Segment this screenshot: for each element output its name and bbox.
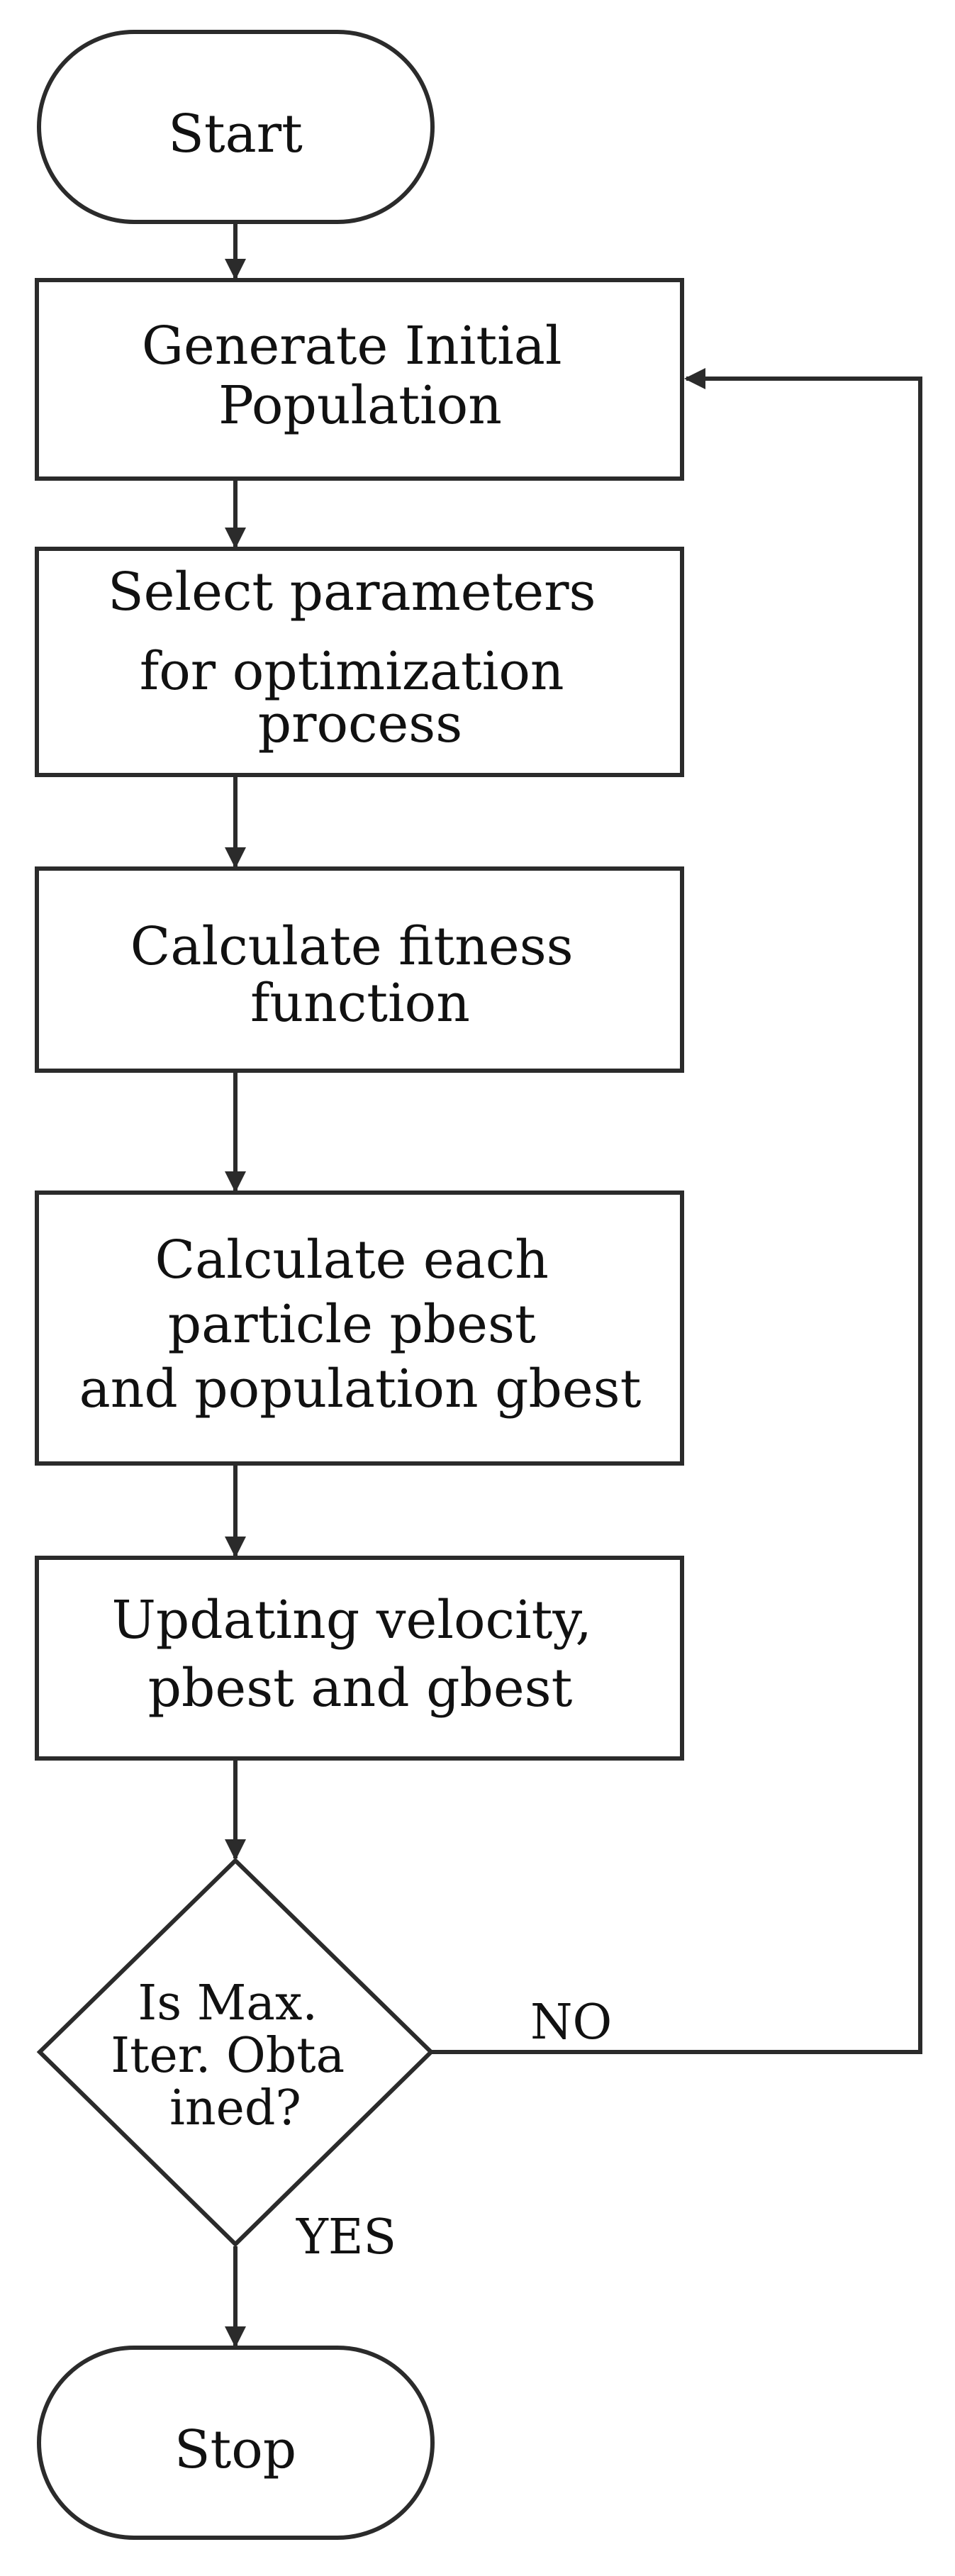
yes-label: YES bbox=[296, 2209, 396, 2265]
fitness-line-2: function bbox=[250, 973, 470, 1034]
no-label: NO bbox=[530, 1995, 612, 2051]
select-parameters-node: Select parameters for optimization proce… bbox=[35, 547, 684, 777]
start-label: Start bbox=[168, 104, 303, 165]
decision-node: Is Max. Iter. Obta ined? bbox=[36, 1857, 435, 2248]
decision-line-3: ined? bbox=[169, 2080, 301, 2136]
stop-node: Stop bbox=[37, 2346, 435, 2540]
select-line-2: for optimization bbox=[140, 641, 564, 702]
pbest-line-2: particle pbest bbox=[168, 1294, 536, 1355]
pbest-line-3: and population gbest bbox=[79, 1359, 642, 1420]
generate-population-node: Generate Initial Population bbox=[35, 278, 684, 481]
pbest-line-1: Calculate each bbox=[155, 1230, 549, 1290]
fitness-line-1: Calculate fitness bbox=[130, 916, 574, 977]
svg-text:Start: Start bbox=[168, 104, 303, 165]
arrow-no-loop-back bbox=[431, 368, 922, 2054]
svg-text:Generate Initial Populat: Generate Initial Population bbox=[142, 316, 579, 436]
svg-text:Stop: Stop bbox=[174, 2419, 296, 2480]
svg-text:Calculate fitness functi: Calculate fitness function bbox=[130, 916, 590, 1034]
start-node: Start bbox=[37, 30, 435, 224]
update-node: Updating velocity, pbest and gbest bbox=[35, 1556, 684, 1761]
decision-line-2: Iter. Obta bbox=[111, 2028, 345, 2084]
svg-text:Calculate each particle: Calculate each particle pbest and popula… bbox=[79, 1230, 642, 1420]
update-line-1: Updating velocity, bbox=[112, 1590, 592, 1651]
svg-text:Updating velocity, pbest: Updating velocity, pbest and gbest bbox=[112, 1590, 609, 1719]
generate-line-2: Population bbox=[218, 375, 502, 436]
select-line-1: Select parameters bbox=[108, 562, 596, 623]
svg-text:Is Max. Iter. Obta: Is Max. Iter. Obta ined? bbox=[111, 1975, 359, 2136]
stop-label: Stop bbox=[174, 2419, 296, 2480]
fitness-node: Calculate fitness function bbox=[35, 866, 684, 1073]
generate-line-1: Generate Initial bbox=[142, 316, 562, 377]
svg-text:Select parameters for op: Select parameters for optimization proce… bbox=[108, 562, 613, 754]
update-line-2: pbest and gbest bbox=[148, 1658, 573, 1719]
decision-line-1: Is Max. bbox=[138, 1975, 318, 2031]
pbest-gbest-node: Calculate each particle pbest and popula… bbox=[35, 1191, 684, 1466]
select-line-3: process bbox=[258, 693, 462, 754]
